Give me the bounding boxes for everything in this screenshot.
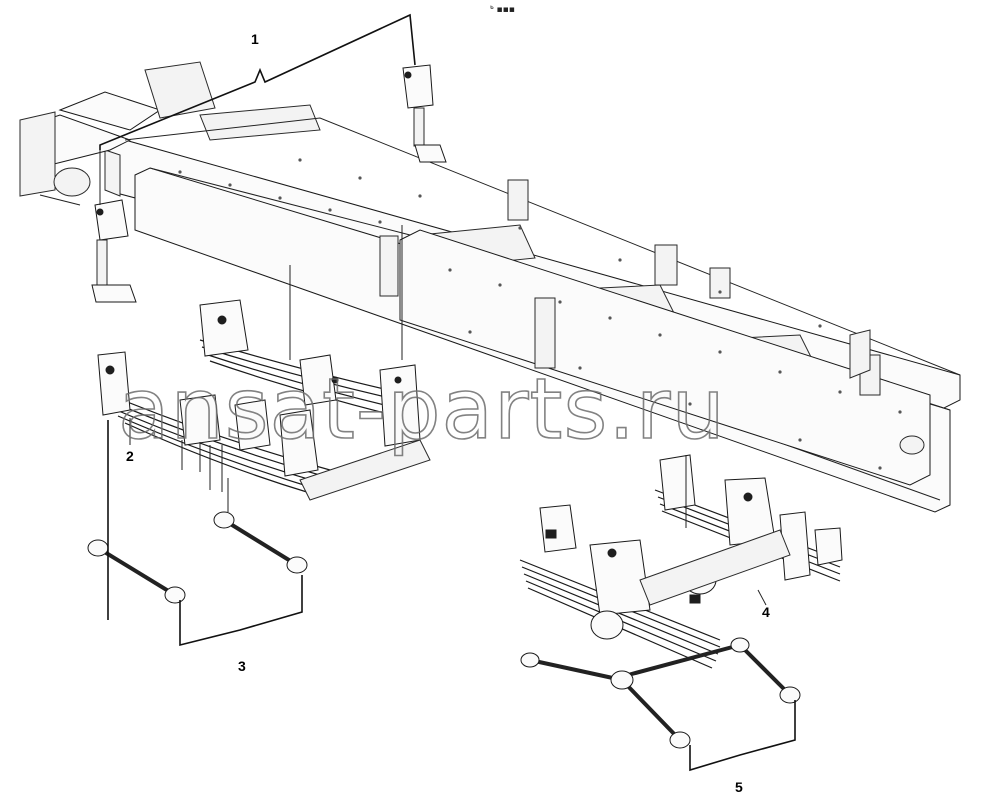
front-torque-rods	[87, 511, 308, 604]
rear-bogie-assembly	[519, 454, 843, 669]
callout-4: 4	[762, 604, 770, 620]
chassis-frame	[19, 61, 961, 513]
rear-torque-rods	[520, 637, 801, 749]
header-mark: ᒃ ▪▪▪	[490, 5, 515, 15]
watermark-text: ansat-parts.ru	[118, 360, 726, 458]
leader-lines	[99, 13, 796, 772]
callout-2: 2	[126, 448, 134, 464]
shock-absorber-left	[91, 199, 137, 303]
callout-3: 3	[238, 658, 246, 674]
front-spring-assembly	[97, 299, 431, 501]
callout-5: 5	[735, 779, 743, 795]
shock-absorber-right	[402, 64, 447, 163]
callout-1: 1	[251, 31, 259, 47]
